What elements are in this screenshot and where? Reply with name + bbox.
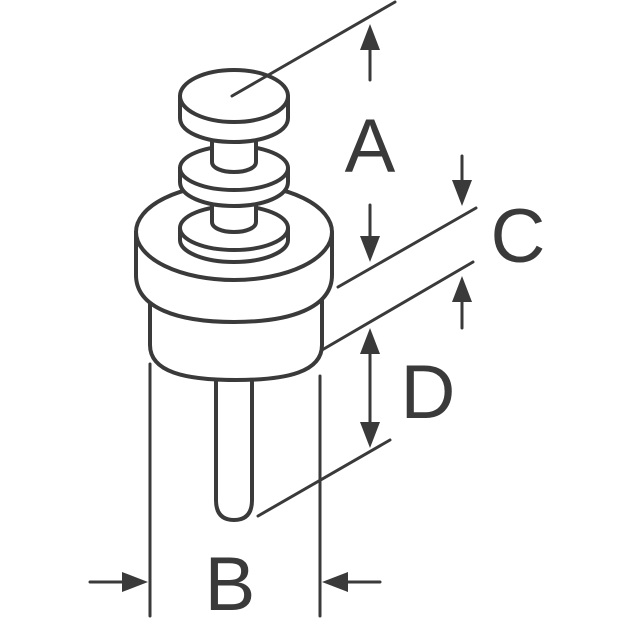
pin-lead (214, 358, 254, 522)
dimension-a-leader-top (230, 0, 397, 98)
dimension-b: B (88, 362, 382, 627)
component-drawing (134, 68, 334, 522)
dimension-a-extension-bottom (336, 206, 478, 289)
dimension-c-arrowhead-up (452, 276, 472, 302)
dimension-c-arrowhead-down (452, 180, 472, 206)
dimension-c: C (320, 154, 546, 352)
dimension-a-arrowhead-down (360, 236, 380, 262)
dimension-b-arrowhead-right (122, 572, 148, 592)
dimension-d-arrowhead-up (360, 328, 380, 354)
dimension-d: D (256, 328, 456, 518)
dimension-d-arrowhead-down (360, 422, 380, 448)
dimension-d-extension-bottom (256, 438, 392, 518)
dimension-label-b: B (205, 542, 256, 627)
dimension-label-c: C (491, 194, 546, 279)
dimension-a: A (230, 0, 478, 289)
terminal-neck-upper (210, 136, 258, 174)
dimension-b-arrowhead-left (322, 572, 348, 592)
dimension-label-a: A (345, 104, 396, 189)
dimension-a-arrowhead-up (360, 24, 380, 50)
dimension-label-d: D (401, 350, 456, 435)
dimension-c-extension-bottom (320, 260, 475, 352)
